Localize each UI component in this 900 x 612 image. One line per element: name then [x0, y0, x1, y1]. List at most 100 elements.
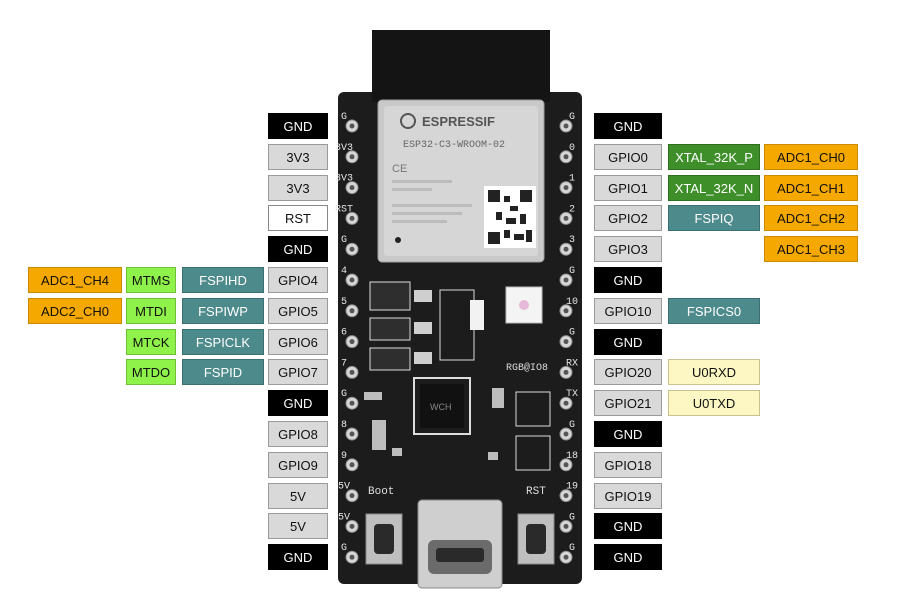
pin-hole [563, 462, 569, 468]
right-pin-1-label-1: GND [594, 113, 662, 139]
left-pin-7-label-1: GPIO5 [268, 297, 328, 324]
right-silk-label: G [569, 112, 575, 123]
pin-hole [349, 308, 355, 314]
module-brand: ESPRESSIF [422, 114, 495, 129]
pin-hole [563, 431, 569, 437]
right-pin-10-label-1: GPIO21 [594, 390, 662, 417]
rst-label: RST [526, 486, 546, 498]
left-silk-label: 7 [341, 358, 347, 369]
pin-hole [349, 462, 355, 468]
left-silk-label: 3V3 [335, 143, 353, 154]
pin-hole [349, 554, 355, 560]
usb-chip: WCH [413, 377, 471, 435]
right-pin-4-label-2: FSPIQ [668, 205, 760, 232]
pin-hole [563, 185, 569, 191]
qr-code [484, 186, 536, 248]
boot-label: Boot [368, 486, 394, 498]
pin-hole [349, 277, 355, 283]
voltage-regulator [369, 281, 484, 371]
left-pin-6-label-1: GPIO4 [268, 267, 328, 293]
left-pin-10-label-1: GND [268, 390, 328, 417]
left-pin-2-label-1: 3V3 [268, 143, 328, 170]
right-pin-12-label-1: GPIO18 [594, 451, 662, 478]
right-pin-2-label-2: XTAL_32K_P [668, 143, 760, 170]
right-silk-label: G [569, 543, 575, 554]
right-silk-label: 2 [569, 204, 575, 215]
pin-hole [349, 154, 355, 160]
left-pin-5-label-1: GND [268, 236, 328, 263]
pin-hole [349, 369, 355, 375]
pin-hole [563, 154, 569, 160]
pin-hole [349, 215, 355, 221]
right-silk-label: RX [566, 358, 578, 369]
right-pin-9-label-2: U0RXD [668, 359, 760, 386]
left-pin-7-label-4: ADC2_CH0 [28, 297, 122, 324]
pin-hole [563, 123, 569, 129]
pin-hole [563, 339, 569, 345]
right-pin-2-label-3: ADC1_CH0 [764, 143, 858, 170]
left-pin-11-label-1: GPIO8 [268, 421, 328, 447]
led-label: RGB@IO8 [506, 362, 548, 374]
left-silk-label: RST [335, 204, 353, 215]
left-silk-label: 8 [341, 420, 347, 431]
pin-hole [563, 369, 569, 375]
right-silk-label: G [569, 266, 575, 277]
right-pin-5-label-3: ADC1_CH3 [764, 236, 858, 263]
right-pin-11-label-1: GND [594, 421, 662, 447]
left-silk-label: G [341, 112, 347, 123]
pin-hole [563, 523, 569, 529]
right-pin-15-label-1: GND [594, 544, 662, 571]
pin-hole [563, 493, 569, 499]
right-pin-5-label-1: GPIO3 [594, 236, 662, 263]
right-pin-7-label-2: FSPICS0 [668, 297, 760, 324]
right-pin-4-label-3: ADC1_CH2 [764, 205, 858, 232]
right-pin-3-label-2: XTAL_32K_N [668, 174, 760, 201]
left-pin-8-label-1: GPIO6 [268, 328, 328, 355]
boot-button[interactable] [365, 513, 403, 565]
left-pin-6-label-3: MTMS [126, 267, 176, 293]
right-pin-13-label-1: GPIO19 [594, 482, 662, 509]
left-pin-8-label-2: FSPICLK [182, 328, 264, 355]
right-silk-label: 18 [566, 451, 578, 462]
left-silk-label: G [341, 235, 347, 246]
left-silk-label: 5V [338, 512, 350, 523]
left-pin-8-label-3: MTCK [126, 328, 176, 355]
reset-button[interactable] [517, 513, 555, 565]
left-silk-label: 9 [341, 451, 347, 462]
left-pin-7-label-2: FSPIWP [182, 297, 264, 324]
pin-hole [349, 431, 355, 437]
antenna-area [372, 30, 550, 102]
right-pin-2-label-1: GPIO0 [594, 143, 662, 170]
espressif-logo-icon [400, 113, 416, 129]
pin-hole [563, 308, 569, 314]
ce-mark: CE [392, 163, 407, 175]
pin-hole [349, 339, 355, 345]
right-silk-label: G [569, 420, 575, 431]
left-pin-9-label-1: GPIO7 [268, 359, 328, 386]
pin-hole [349, 493, 355, 499]
right-pin-10-label-2: U0TXD [668, 390, 760, 417]
pin-hole [563, 400, 569, 406]
left-pin-13-label-1: 5V [268, 482, 328, 509]
left-pin-12-label-1: GPIO9 [268, 451, 328, 478]
left-pin-6-label-2: FSPIHD [182, 267, 264, 293]
smd-components [364, 388, 551, 471]
left-silk-label: 5 [341, 297, 347, 308]
right-pin-3-label-3: ADC1_CH1 [764, 174, 858, 201]
left-silk-label: 3V3 [335, 174, 353, 185]
left-silk-label: 5V [338, 482, 350, 493]
right-pin-8-label-1: GND [594, 328, 662, 355]
right-pin-4-label-1: GPIO2 [594, 205, 662, 232]
pin-hole [349, 185, 355, 191]
pin-hole [563, 215, 569, 221]
pin-hole [563, 554, 569, 560]
module-model: ESP32-C3-WROOM-02 [403, 140, 505, 151]
pin-hole [349, 123, 355, 129]
pin-hole [349, 246, 355, 252]
left-pin-7-label-3: MTDI [126, 297, 176, 324]
right-silk-label: 0 [569, 143, 575, 154]
right-silk-label: 19 [566, 482, 578, 493]
pin-hole [563, 246, 569, 252]
